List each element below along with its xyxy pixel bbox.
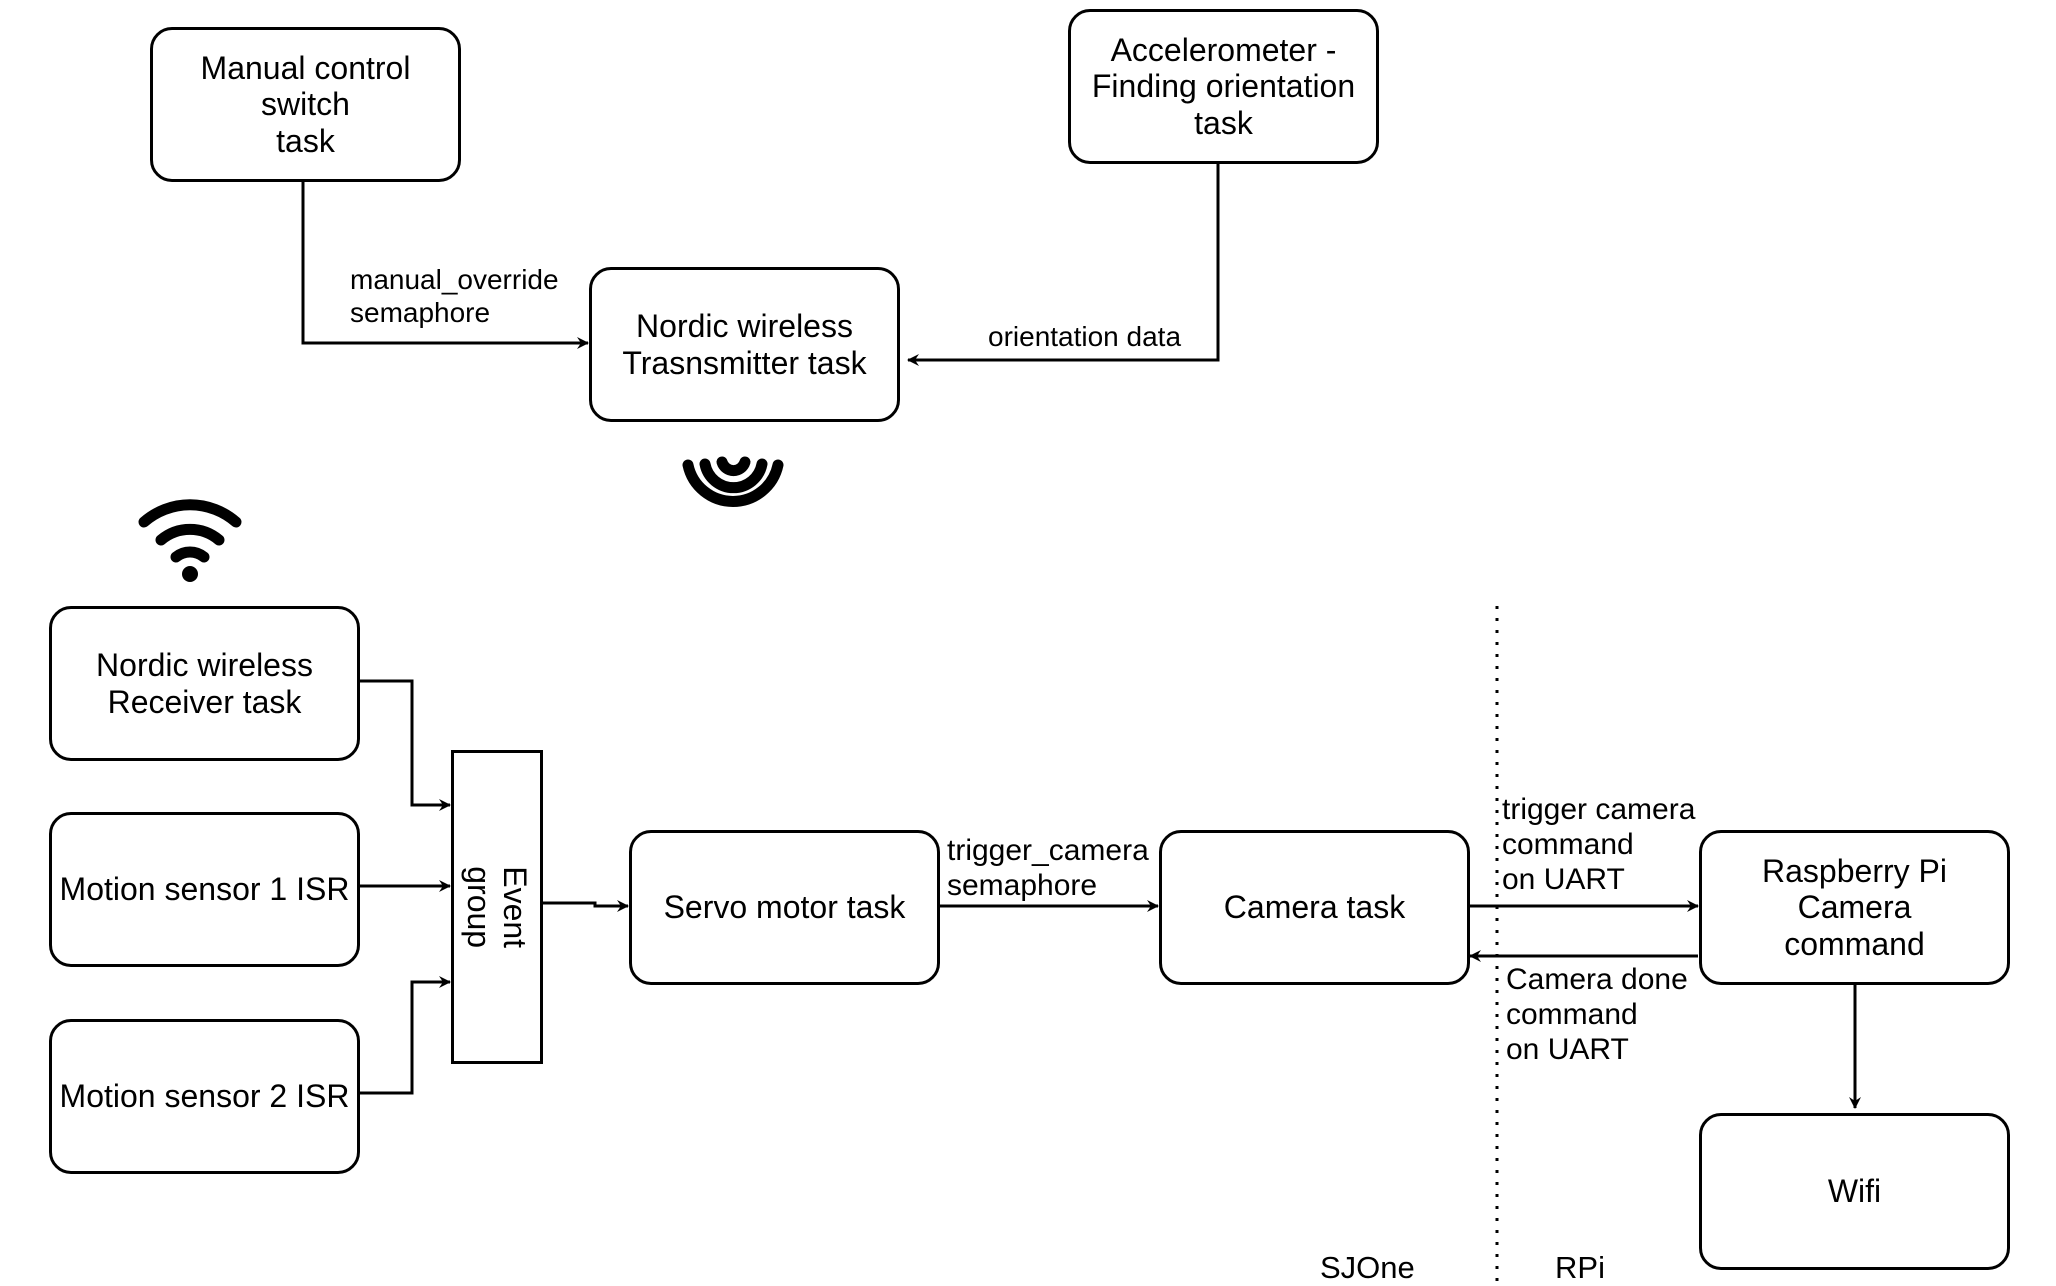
event-group-label: Event group (461, 866, 534, 948)
edge-event-to-servo (541, 900, 629, 912)
edge-motion2-to-event (358, 976, 451, 1095)
nordic-receiver-label: Nordic wireless Receiver task (96, 647, 313, 720)
wifi-icon (138, 499, 242, 582)
raspberry-pi-camera-label: Raspberry Pi Camera command (1762, 853, 1947, 962)
camera-task-label: Camera task (1223, 889, 1406, 926)
raspberry-pi-camera-command: Raspberry Pi Camera command (1699, 830, 2010, 985)
edge-manual-to-tx (301, 180, 589, 349)
manual-control-switch-task: Manual control switch task (150, 27, 461, 182)
accelerometer-label: Accelerometer - Finding orientation task (1091, 32, 1356, 141)
manual-override-semaphore-label: manual_override semaphore (350, 264, 559, 328)
nordic-receiver-task: Nordic wireless Receiver task (49, 606, 360, 761)
nordic-transmitter-task: Nordic wireless Trasnsmitter task (589, 267, 900, 422)
camera-task: Camera task (1159, 830, 1470, 985)
wifi-label: Wifi (1827, 1173, 1882, 1210)
motion-sensor-2-label: Motion sensor 2 ISR (59, 1078, 350, 1115)
motion-sensor-1-isr: Motion sensor 1 ISR (49, 812, 360, 967)
nordic-transmitter-label: Nordic wireless Trasnsmitter task (622, 308, 867, 381)
servo-motor-label: Servo motor task (663, 889, 906, 926)
edge-accel-to-tx (907, 163, 1220, 366)
orientation-data-label: orientation data (988, 321, 1182, 352)
motion-sensor-1-label: Motion sensor 1 ISR (59, 871, 350, 908)
motion-sensor-2-isr: Motion sensor 2 ISR (49, 1019, 360, 1174)
wifi-box: Wifi (1699, 1113, 2010, 1270)
trigger-camera-uart-label: trigger camera command on UART (1502, 793, 1696, 897)
edge-rx-to-event (358, 679, 451, 811)
event-group: Event group (451, 750, 543, 1064)
manual-control-switch-label: Manual control switch task (200, 50, 411, 159)
wireless-transmit-icon (682, 456, 784, 507)
servo-motor-task: Servo motor task (629, 830, 940, 985)
sjone-zone-label: SJOne (1320, 1250, 1415, 1285)
trigger-camera-semaphore-label: trigger_camera semaphore (947, 834, 1149, 903)
accelerometer-task: Accelerometer - Finding orientation task (1068, 9, 1379, 164)
camera-done-uart-label: Camera done command on UART (1506, 963, 1688, 1067)
rpi-zone-label: RPi (1555, 1250, 1605, 1285)
